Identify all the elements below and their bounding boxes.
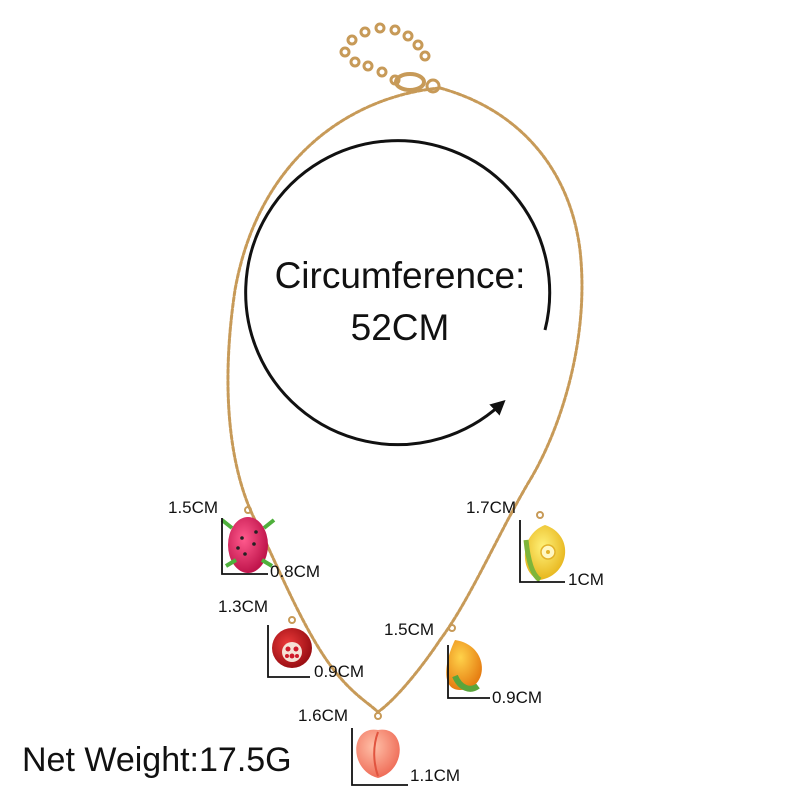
dragon-fruit-height: 1.5CM [168,498,219,517]
dragon-fruit-width: 0.8CM [270,562,321,581]
lemon-height: 1.7CM [466,498,517,517]
pomegranate-height: 1.3CM [218,597,269,616]
peach-width: 1.1CM [410,766,461,785]
dragon-fruit-charm [220,506,276,573]
circumference-value: 52CM [350,307,450,348]
peach-charm [356,712,400,778]
lemon-width: 1CM [568,570,604,589]
pomegranate-width: 0.9CM [314,662,365,681]
mango-height: 1.5CM [384,620,435,639]
necklace-chain [226,86,584,714]
mango-charm [446,624,482,692]
lemon-charm [523,511,566,583]
pomegranate-charm [272,616,312,668]
lobster-clasp [394,72,441,94]
extender-chain [339,22,431,86]
circumference-arrow [244,139,552,447]
peach-height: 1.6CM [298,706,349,725]
circumference-label: Circumference: [274,255,526,296]
mango-width: 0.9CM [492,688,543,707]
net-weight-label: Net Weight:17.5G [22,741,292,779]
measurement-lines [221,518,565,786]
